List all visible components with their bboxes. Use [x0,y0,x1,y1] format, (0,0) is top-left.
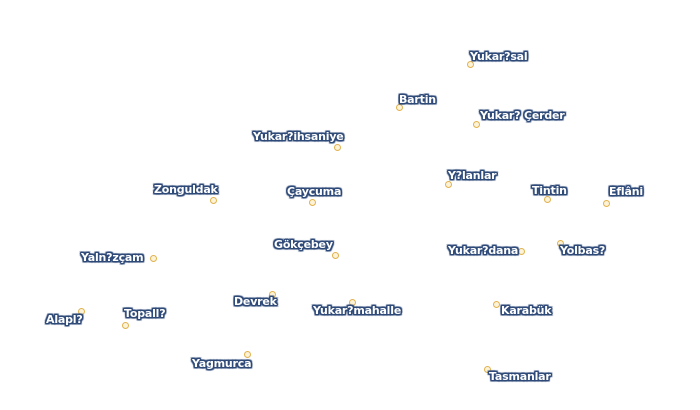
place-marker[interactable] [466,60,474,68]
place-marker[interactable] [333,143,341,151]
place-marker[interactable] [243,350,251,358]
place-marker[interactable] [543,195,551,203]
place-marker[interactable] [348,298,356,306]
place-label: Gökçebey [274,238,333,251]
place-label: Yukar?ihsaniye [253,130,344,143]
place-marker[interactable] [517,247,525,255]
place-marker[interactable] [121,321,129,329]
place-marker[interactable] [268,290,276,298]
place-marker[interactable] [331,251,339,259]
place-marker[interactable] [209,196,217,204]
place-label: Topall? [124,307,166,320]
place-marker[interactable] [308,198,316,206]
place-marker[interactable] [483,365,491,373]
place-marker[interactable] [556,239,564,247]
place-label: Karabük [501,304,552,317]
place-marker[interactable] [492,300,500,308]
place-label: Eflâni [609,185,643,198]
place-marker[interactable] [444,180,452,188]
place-label: Zonguldak [154,183,218,196]
place-label: Tintin [532,184,567,197]
place-label: Devrek [234,295,277,308]
place-label: Y?lanlar [448,169,497,182]
place-marker[interactable] [77,307,85,315]
place-label: Yukar?dana [448,244,519,257]
place-label: Alapl? [46,313,83,326]
place-marker[interactable] [395,103,403,111]
place-label: Yolbas? [560,244,606,257]
place-marker[interactable] [602,199,610,207]
place-label: Tasmanlar [489,370,551,383]
place-label: Yukar?sal [470,50,528,63]
place-label: Bartin [399,93,436,106]
place-label: Yagmurca [192,357,252,370]
place-label: Çaycuma [287,185,342,198]
place-label: Yaln?zçam [81,251,144,264]
place-label: Yukar? Çerder [480,109,565,122]
place-label: Yukar?mahalle [313,304,402,317]
place-marker[interactable] [472,120,480,128]
place-marker[interactable] [149,254,157,262]
